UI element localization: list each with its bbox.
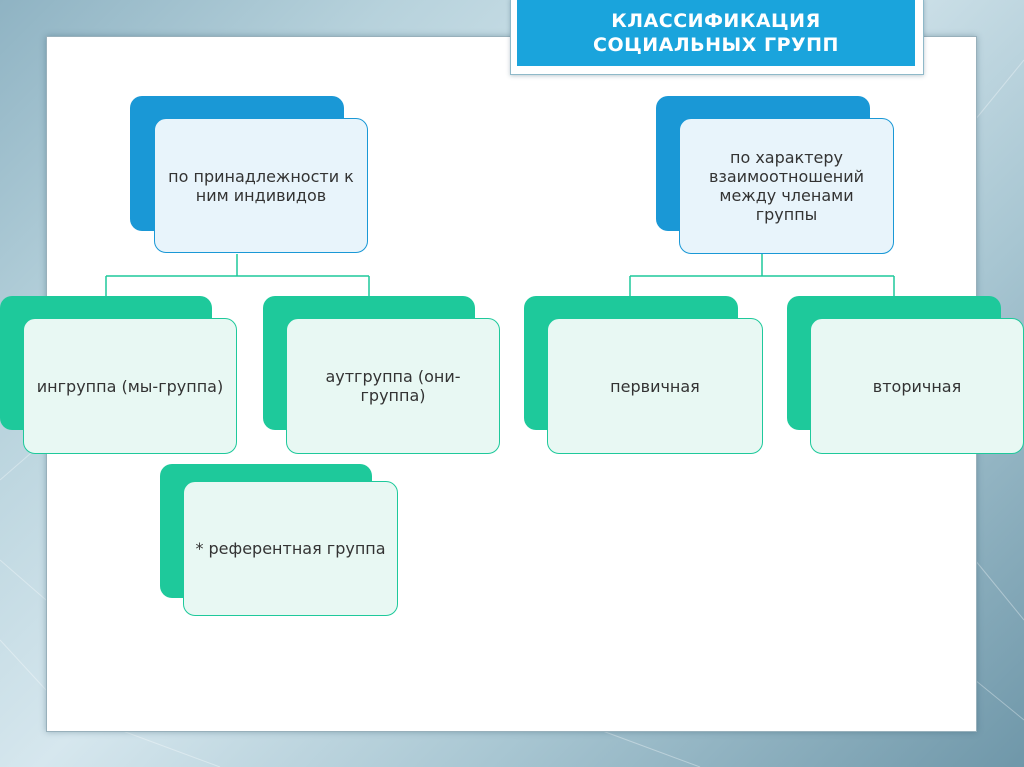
outgroup-label: аутгруппа (они-группа) — [325, 367, 461, 405]
secondary-group-label: вторичная — [872, 376, 962, 396]
ingroup-label: ингруппа (мы-группа) — [36, 376, 224, 396]
right-root-node: по характеру взаимоотношений между члена… — [679, 118, 894, 254]
primary-group-label: первичная — [610, 376, 700, 396]
right-root-label: по характеру взаимоотношений между члена… — [708, 148, 865, 224]
primary-group-node: первичная — [547, 318, 763, 454]
left-root-node: по принадлежности к ним индивидов — [154, 118, 368, 253]
secondary-group-node: вторичная — [810, 318, 1024, 454]
title-line-2: СОЦИАЛЬНЫХ ГРУПП — [593, 34, 839, 56]
slide-title: КЛАССИФИКАЦИЯ СОЦИАЛЬНЫХ ГРУПП — [517, 0, 915, 66]
left-root-label: по принадлежности к ним индивидов — [168, 166, 354, 205]
reference-group-node: * референтная группа — [183, 481, 398, 616]
reference-group-label: * референтная группа — [195, 539, 386, 558]
outgroup-node: аутгруппа (они-группа) — [286, 318, 500, 454]
title-line-1: КЛАССИФИКАЦИЯ — [611, 10, 821, 32]
ingroup-node: ингруппа (мы-группа) — [23, 318, 237, 454]
